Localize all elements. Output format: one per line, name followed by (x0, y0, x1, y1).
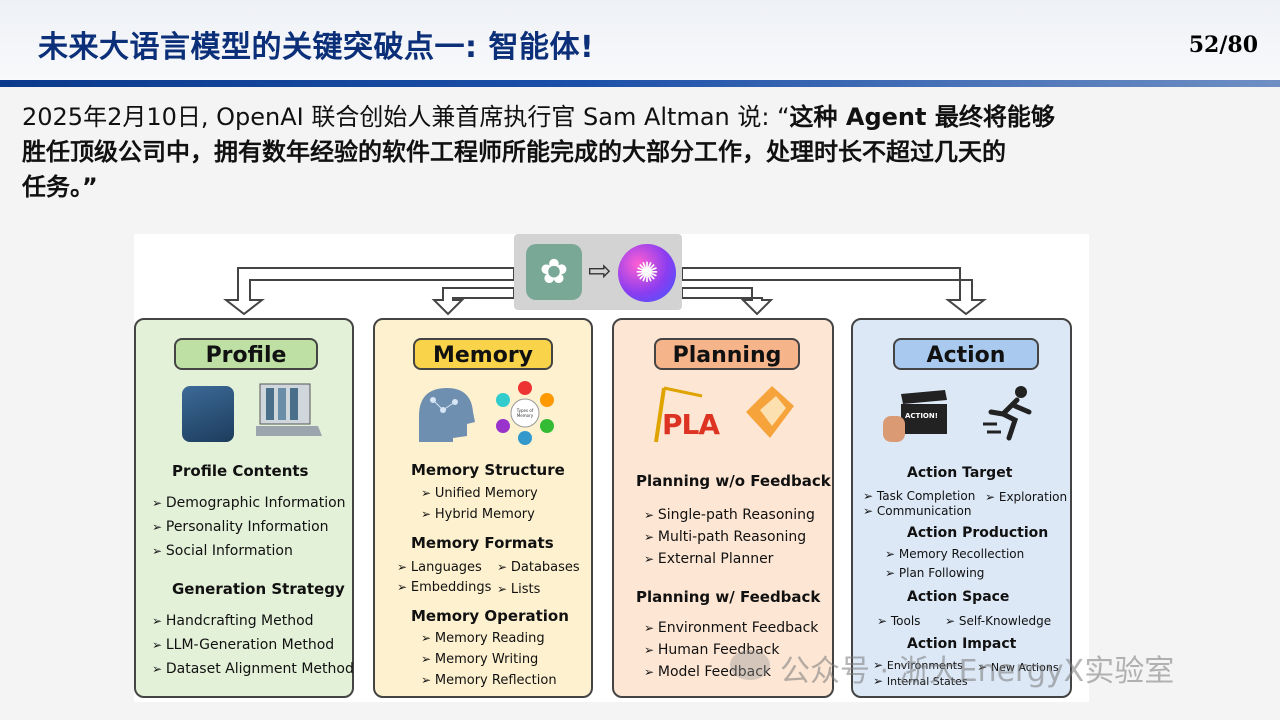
slide-title: 未来大语言模型的关键突破点一: 智能体! (38, 30, 595, 65)
list-item: Human Feedback (644, 642, 780, 658)
memory-title: Memory (413, 338, 553, 370)
list-item: Communication (863, 504, 972, 518)
planning-without-feedback-heading: Planning w/o Feedback (636, 472, 831, 490)
list-item: Internal States (873, 674, 968, 688)
quote-line1: 2025年2月10日, OpenAI 联合创始人兼首席执行官 Sam Altma… (22, 103, 790, 131)
planning-panel: Planning PLA Planning w/o Feedback Singl… (612, 318, 834, 698)
list-item: Personality Information (152, 519, 329, 535)
plan-word: PLA (662, 408, 720, 441)
profile-contents-heading: Profile Contents (172, 462, 309, 480)
list-item: Handcrafting Method (152, 613, 314, 629)
memory-formats-heading: Memory Formats (411, 534, 554, 552)
list-item: External Planner (644, 551, 774, 567)
list-item: Hybrid Memory (421, 507, 535, 522)
watermark: 公众号 · 浙大EnergyX实验室 (730, 646, 1174, 690)
list-item: Single-path Reasoning (644, 507, 815, 523)
action-space-heading: Action Space (907, 589, 1010, 605)
list-item: Memory Reading (421, 631, 545, 646)
list-item: Databases (497, 560, 580, 575)
model-logos: ✿ ⇨ ✺ (514, 234, 682, 310)
list-item: Demographic Information (152, 495, 346, 511)
list-item: Environment Feedback (644, 620, 819, 636)
quote-emphasis: 这种 Agent 最终将能够 (789, 103, 1055, 131)
list-item: Embeddings (397, 580, 492, 595)
watermark-text: 公众号 · 浙大EnergyX实验室 (780, 654, 1175, 689)
profile-panel: Profile Profile Contents Demographic Inf… (134, 318, 354, 698)
memory-panel: Memory Types of Memory Memory Structure … (373, 318, 593, 698)
quote-line2: 胜任顶级公司中，拥有数年经验的软件工程师所能完成的大部分工作，处理时长不超过几天… (22, 138, 1006, 166)
clapperboard-icon: ACTION! (883, 386, 949, 444)
list-item: Social Information (152, 543, 293, 559)
memory-types-label: Types of Memory (516, 408, 534, 418)
action-impact-heading: Action Impact (907, 636, 1017, 652)
quote-line3: 任务。” (22, 173, 98, 201)
quote-paragraph: 2025年2月10日, OpenAI 联合创始人兼首席执行官 Sam Altma… (22, 100, 1262, 205)
list-item: Memory Writing (421, 652, 538, 667)
header-bar (0, 0, 1280, 80)
action-production-heading: Action Production (907, 525, 1049, 541)
action-title: Action (893, 338, 1039, 370)
profile-title: Profile (174, 338, 318, 370)
list-item: Memory Recollection (885, 547, 1024, 561)
profile-card-icon (182, 386, 234, 442)
list-item: Unified Memory (421, 486, 538, 501)
laptop-folders-icon (256, 382, 322, 444)
memory-operation-heading: Memory Operation (411, 607, 569, 625)
list-item: Plan Following (885, 566, 985, 580)
list-item: Multi-path Reasoning (644, 529, 806, 545)
list-item: Environments (873, 658, 963, 672)
clapper-label: ACTION! (905, 412, 938, 420)
head-network-icon (409, 382, 479, 450)
list-item: New Actions (977, 660, 1059, 674)
planning-with-feedback-heading: Planning w/ Feedback (636, 588, 821, 606)
list-item: Tools (877, 614, 921, 628)
right-arrow-icon: ⇨ (588, 254, 612, 287)
list-item: Dataset Alignment Method (152, 661, 354, 677)
list-item: Task Completion (863, 489, 975, 503)
generation-strategy-heading: Generation Strategy (172, 580, 345, 598)
ai-brain-icon: ✺ (618, 244, 676, 302)
list-item: Languages (397, 560, 482, 575)
header-rule (0, 80, 1280, 87)
list-item: Lists (497, 582, 541, 597)
page-number: 52/80 (1188, 32, 1258, 58)
list-item: Model Feedback (644, 664, 771, 680)
list-item: Memory Reflection (421, 673, 557, 688)
list-item: Self-Knowledge (945, 614, 1051, 628)
list-item: Exploration (985, 490, 1067, 504)
plan-crane-icon: PLA (642, 384, 722, 444)
planning-title: Planning (654, 338, 800, 370)
memory-types-icon: Types of Memory (493, 380, 557, 450)
paper-plan-icon (742, 384, 798, 444)
wechat-icon (730, 650, 770, 680)
openai-logo-icon: ✿ (526, 244, 582, 300)
list-item: LLM-Generation Method (152, 637, 334, 653)
action-target-heading: Action Target (907, 465, 1013, 481)
memory-structure-heading: Memory Structure (411, 461, 565, 479)
running-person-icon (981, 384, 1039, 446)
action-panel: Action ACTION! Action Target Task Comple… (851, 318, 1072, 698)
